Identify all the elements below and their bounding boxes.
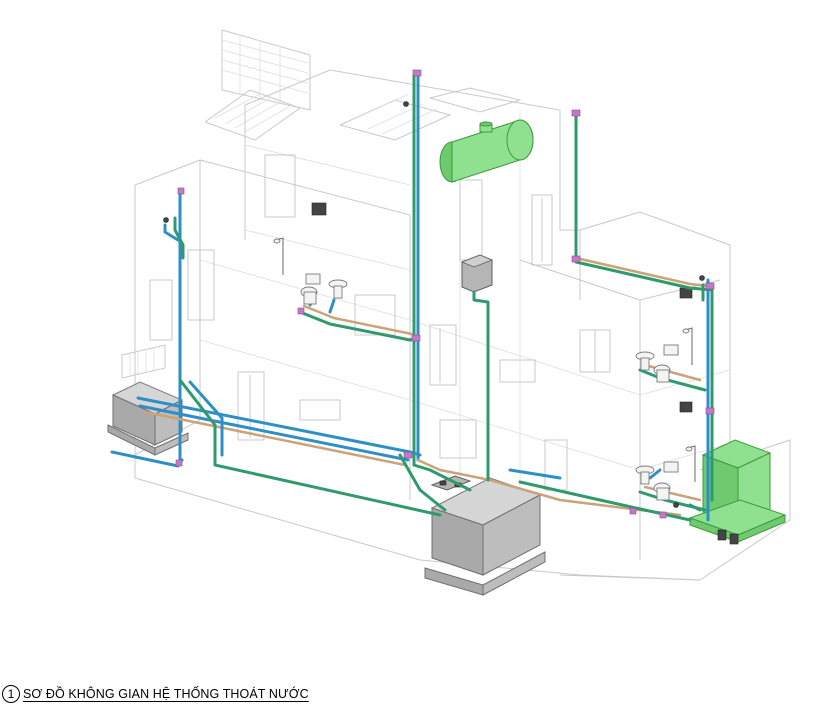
septic-tank — [424, 475, 546, 596]
control-box — [460, 254, 494, 293]
ground-water-tank — [688, 439, 787, 545]
water-heaters — [311, 202, 693, 413]
rooftop-water-tank — [439, 119, 534, 183]
bathroom-fixtures-left — [163, 101, 409, 305]
pipe-fittings — [175, 69, 715, 519]
drawing-caption: 1 SƠ ĐỒ KHÔNG GIAN HỆ THỐNG THOÁT NƯỚC — [2, 681, 309, 707]
caption-number-badge: 1 — [2, 685, 20, 703]
drainage-system-3d-diagram — [107, 29, 791, 596]
building-wireframe — [121, 29, 791, 581]
inspection-pit-left — [107, 381, 189, 456]
bathroom-fixtures-right — [635, 275, 705, 508]
caption-title: SƠ ĐỒ KHÔNG GIAN HỆ THỐNG THOÁT NƯỚC — [23, 687, 309, 701]
